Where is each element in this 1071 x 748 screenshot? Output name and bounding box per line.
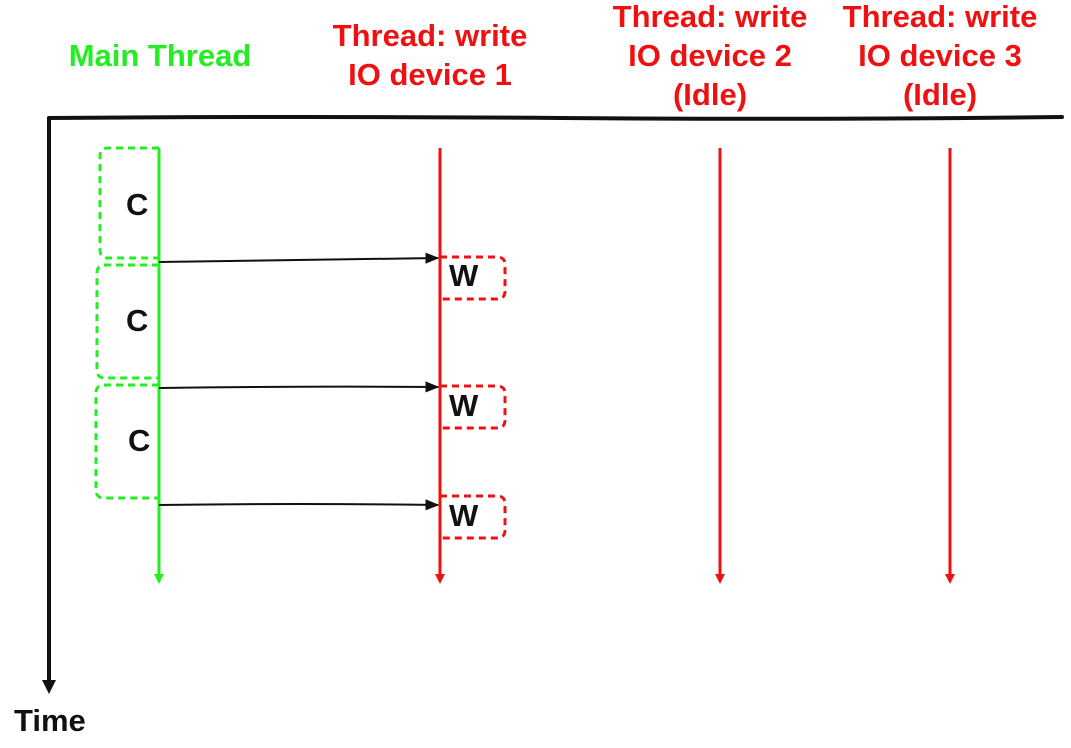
io-thread-1-header: Thread: write IO device 1 <box>300 16 560 94</box>
io-thread-1-header-line2: IO device 1 <box>348 57 512 92</box>
io-thread-2-arrowhead <box>715 574 725 584</box>
time-axis-label: Time <box>14 703 86 738</box>
main-thread-header: Main Thread <box>30 36 290 75</box>
write-block-3-label: W <box>449 498 479 533</box>
io-thread-3-header-line2: IO device 3 <box>858 38 1022 73</box>
io-thread-1-arrowhead <box>435 574 445 584</box>
compute-block-2-label: C <box>126 303 149 338</box>
compute-block-3 <box>94 383 159 500</box>
io-thread-3-header-line1: Thread: write <box>842 0 1038 34</box>
handoff-arrow-3 <box>158 499 440 511</box>
io-thread-1-header-line1: Thread: write <box>332 18 528 53</box>
compute-block-3-label: C <box>128 423 151 458</box>
io-thread-2-header: Thread: write IO device 2 (Idle) <box>580 0 840 114</box>
io-thread-3-header: Thread: write IO device 3 (Idle) <box>810 0 1070 114</box>
io-thread-3-header-line3: (Idle) <box>902 77 978 112</box>
main-thread-arrowhead <box>154 574 164 584</box>
time-axis-top-line <box>47 115 1064 121</box>
compute-block-2 <box>95 263 159 380</box>
time-axis-left-line <box>47 116 52 688</box>
io-thread-2-header-line2: IO device 2 <box>628 38 792 73</box>
compute-block-1-label: C <box>126 187 149 222</box>
time-axis-arrowhead <box>42 680 56 694</box>
main-thread-header-text: Main Thread <box>68 38 252 73</box>
write-block-1-label: W <box>449 258 479 293</box>
io-thread-2-header-line3: (Idle) <box>672 77 748 112</box>
write-block-2-label: W <box>449 388 479 423</box>
handoff-arrow-2 <box>158 381 440 393</box>
handoff-arrow-1 <box>158 252 440 264</box>
io-thread-3-arrowhead <box>945 574 955 584</box>
io-thread-2-header-line1: Thread: write <box>612 0 808 34</box>
compute-block-1 <box>98 146 159 260</box>
